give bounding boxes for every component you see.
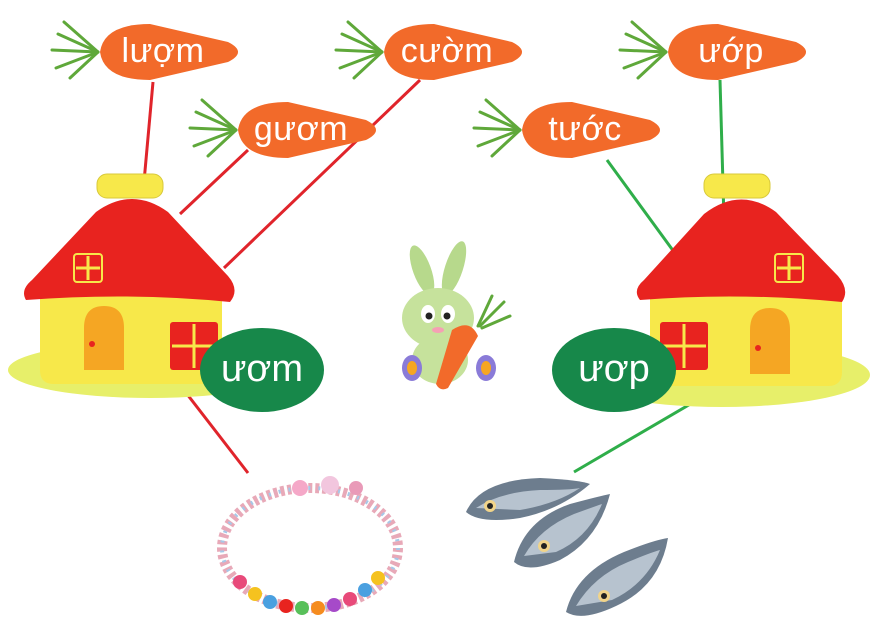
attic-window-cross xyxy=(777,256,801,280)
carrot-body-icon xyxy=(238,102,376,158)
roof xyxy=(636,199,846,302)
house-label-bubble-uop[interactable] xyxy=(552,328,676,412)
window-cross xyxy=(172,324,216,368)
necklace-icon xyxy=(217,476,403,615)
carrot-card-luom[interactable] xyxy=(50,20,238,80)
chimney xyxy=(96,173,164,199)
door xyxy=(84,306,124,370)
carrot-body-icon xyxy=(668,24,806,80)
line-uop-to-house xyxy=(718,79,726,221)
line-tuop-to-house xyxy=(605,159,679,257)
door xyxy=(750,308,790,374)
carrot-card-uop[interactable] xyxy=(618,20,806,80)
carrot-label-guom[interactable]: gươm xyxy=(253,110,349,148)
carrot-body-icon xyxy=(100,24,238,80)
attic-window-cross xyxy=(76,256,100,280)
carrot-leaves-icon xyxy=(618,20,668,80)
carrot-leaves-icon xyxy=(50,20,100,80)
house-label-uom: ươm xyxy=(220,348,303,390)
carrot-leaves-icon xyxy=(472,98,522,158)
carrot-leaves-icon xyxy=(188,98,238,158)
carrot-leaves-icon xyxy=(334,20,384,80)
line-guom-to-house xyxy=(178,148,250,216)
carrot-card-cuom[interactable] xyxy=(334,20,522,80)
carrot-label-uop[interactable]: ướp xyxy=(698,32,764,70)
rabbit-holding-carrot-icon xyxy=(402,241,512,390)
house-label-uop: ươp xyxy=(578,348,650,390)
chimney xyxy=(703,173,771,199)
carrot-label-tuop[interactable]: tước xyxy=(548,110,622,148)
carrot-body-icon xyxy=(522,102,660,158)
carrot-body-icon xyxy=(384,24,522,80)
carrot-label-luom[interactable]: lượm xyxy=(121,32,205,70)
door-knob xyxy=(89,341,95,347)
carrot-label-cuom[interactable]: cườm xyxy=(400,32,494,70)
house-label-bubble-uom[interactable] xyxy=(200,328,324,412)
window-cross xyxy=(662,324,706,368)
carrot-card-guom[interactable] xyxy=(188,98,376,158)
line-cuom-to-house xyxy=(222,78,422,270)
carrot-card-tuop[interactable] xyxy=(472,98,660,158)
door-knob xyxy=(755,345,761,351)
fish-icon xyxy=(466,478,668,616)
roof xyxy=(24,199,235,302)
